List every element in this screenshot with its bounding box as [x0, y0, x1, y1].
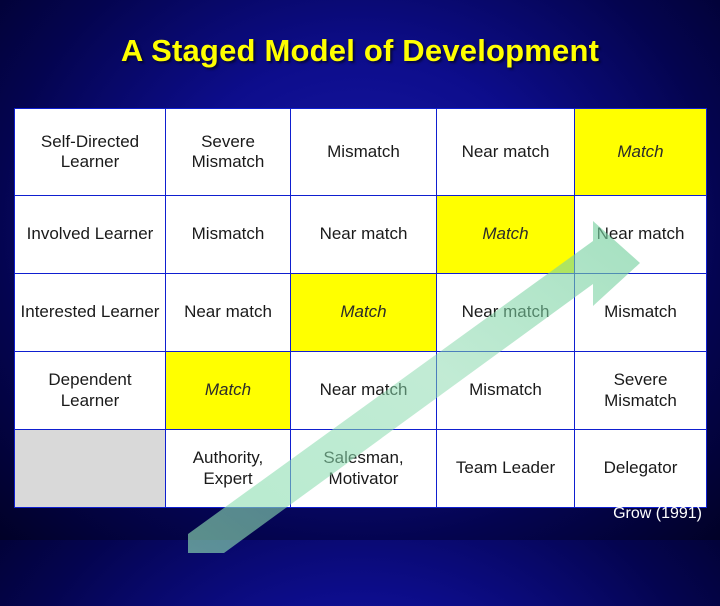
table-row: Self-Directed Learner Severe Mismatch Mi… [14, 108, 707, 196]
matrix-cell-match: Match [165, 351, 291, 430]
table-row: Involved Learner Mismatch Near match Mat… [14, 195, 707, 274]
matrix-cell: Near match [165, 273, 291, 352]
citation-text: Grow (1991) [613, 505, 702, 522]
matrix-cell: Mismatch [574, 273, 707, 352]
matrix-cell: Mismatch [165, 195, 291, 274]
matrix-table-wrapper: Self-Directed Learner Severe Mismatch Mi… [14, 108, 707, 553]
table-row-footer: Authority, Expert Salesman, Motivator Te… [14, 429, 707, 508]
slide-canvas: A Staged Model of Development Self-Direc… [14, 33, 707, 553]
matrix-cell-match: Match [436, 195, 575, 274]
matrix-cell: Near match [290, 351, 437, 430]
matrix-cell: Mismatch [290, 108, 437, 196]
teaching-style-cell: Authority, Expert [165, 429, 291, 508]
footer-row-header [14, 429, 166, 508]
row-header: Dependent Learner [14, 351, 166, 430]
row-header: Self-Directed Learner [14, 108, 166, 196]
matrix-cell: Near match [436, 108, 575, 196]
row-header: Involved Learner [14, 195, 166, 274]
staged-model-matrix: Self-Directed Learner Severe Mismatch Mi… [14, 108, 707, 508]
matrix-cell: Severe Mismatch [165, 108, 291, 196]
matrix-cell: Near match [290, 195, 437, 274]
matrix-cell-match: Match [574, 108, 707, 196]
matrix-cell: Severe Mismatch [574, 351, 707, 430]
matrix-cell: Near match [436, 273, 575, 352]
teaching-style-cell: Team Leader [436, 429, 575, 508]
teaching-style-cell: Salesman, Motivator [290, 429, 437, 508]
matrix-cell: Mismatch [436, 351, 575, 430]
teaching-style-cell: Delegator [574, 429, 707, 508]
matrix-cell: Near match [574, 195, 707, 274]
table-row: Dependent Learner Match Near match Misma… [14, 351, 707, 430]
table-row: Interested Learner Near match Match Near… [14, 273, 707, 352]
matrix-cell-match: Match [290, 273, 437, 352]
page-title: A Staged Model of Development [120, 33, 600, 68]
row-header: Interested Learner [14, 273, 166, 352]
